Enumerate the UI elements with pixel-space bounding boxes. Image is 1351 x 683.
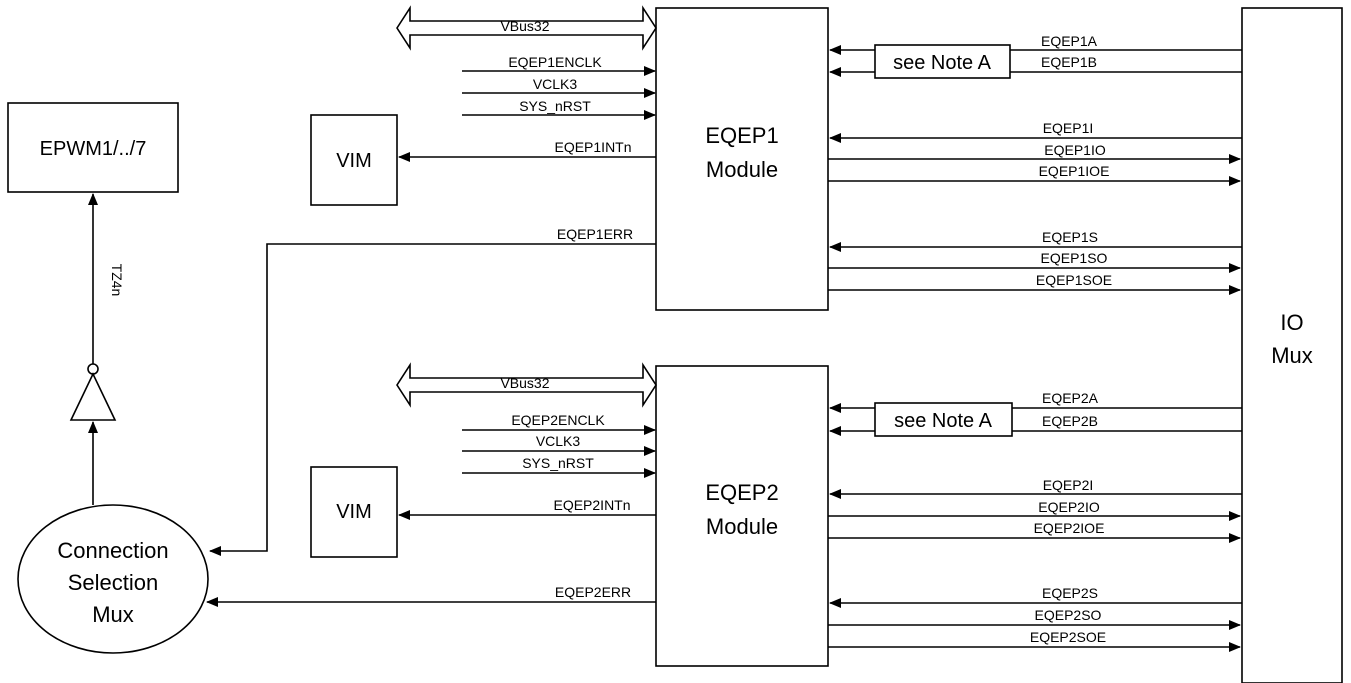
eqep2-vbus-arrow	[396, 362, 657, 408]
eqep2-module-block	[655, 365, 829, 667]
eqep1-io-label: EQEP1IO	[1044, 142, 1106, 158]
eqep2-enclk-label: EQEP2ENCLK	[511, 412, 605, 428]
mux-label-line3: Mux	[92, 602, 134, 627]
eqep1-name-line2: Module	[706, 157, 778, 182]
eqep2-vclk-label: VCLK3	[536, 433, 581, 449]
eqep1-b-label: EQEP1B	[1041, 54, 1097, 70]
epwm-label: EPWM1/../7	[40, 138, 147, 160]
eqep1-vbus-arrow	[396, 5, 657, 51]
connection-selection-mux	[17, 504, 209, 654]
eqep1-err-label: EQEP1ERR	[557, 226, 633, 242]
eqep2-so-label: EQEP2SO	[1035, 607, 1102, 623]
vim-label-1: VIM	[336, 150, 372, 172]
tz4n-label: TZ4n	[109, 264, 125, 297]
eqep2-name-line1: EQEP2	[705, 480, 778, 505]
mux-label-line1: Connection	[57, 538, 168, 563]
epwm-block	[7, 102, 179, 193]
eqep1-err-wire	[209, 243, 656, 556]
eqep2-s-label: EQEP2S	[1042, 585, 1098, 601]
eqep2-name-line2: Module	[706, 514, 778, 539]
eqep1-so-label: EQEP1SO	[1041, 250, 1108, 266]
eqep1-soe-label: EQEP1SOE	[1036, 272, 1112, 288]
eqep2-ioe-label: EQEP2IOE	[1034, 520, 1105, 536]
eqep1-s-label: EQEP1S	[1042, 229, 1098, 245]
mux-label-line2: Selection	[68, 570, 159, 595]
note-a-label-2: see Note A	[894, 410, 993, 432]
eqep1-ioe-label: EQEP1IOE	[1039, 163, 1110, 179]
eqep1-rst-label: SYS_nRST	[519, 98, 591, 114]
note-a-label-1: see Note A	[893, 52, 992, 74]
vim-block-2	[310, 466, 398, 558]
inverter-icon	[69, 372, 117, 421]
eqep1-intn-label: EQEP1INTn	[554, 139, 631, 155]
eqep1-i-label: EQEP1I	[1043, 120, 1094, 136]
eqep2-err-label: EQEP2ERR	[555, 584, 631, 600]
eqep1-vclk-label: VCLK3	[533, 76, 578, 92]
eqep2-rst-label: SYS_nRST	[522, 455, 594, 471]
note-a-box-2	[874, 402, 1013, 437]
eqep2-i-label: EQEP2I	[1043, 477, 1094, 493]
eqep2-soe-label: EQEP2SOE	[1030, 629, 1106, 645]
note-a-box-1	[874, 44, 1011, 79]
io-mux-label-line2: Mux	[1271, 343, 1313, 368]
eqep2-intn-label: EQEP2INTn	[553, 497, 630, 513]
eqep2-b-label: EQEP2B	[1042, 413, 1098, 429]
vim-label-2: VIM	[336, 501, 372, 523]
eqep2-vbus-label: VBus32	[500, 375, 549, 391]
eqep2-io-label: EQEP2IO	[1038, 499, 1100, 515]
eqep1-name-line1: EQEP1	[705, 123, 778, 148]
eqep1-enclk-label: EQEP1ENCLK	[508, 54, 602, 70]
io-mux-label-line1: IO	[1280, 310, 1303, 335]
vim-block-1	[310, 114, 398, 206]
eqep2-a-label: EQEP2A	[1042, 390, 1099, 406]
io-mux-block	[1241, 7, 1343, 683]
eqep1-vbus-label: VBus32	[500, 18, 549, 34]
eqep1-a-label: EQEP1A	[1041, 33, 1098, 49]
